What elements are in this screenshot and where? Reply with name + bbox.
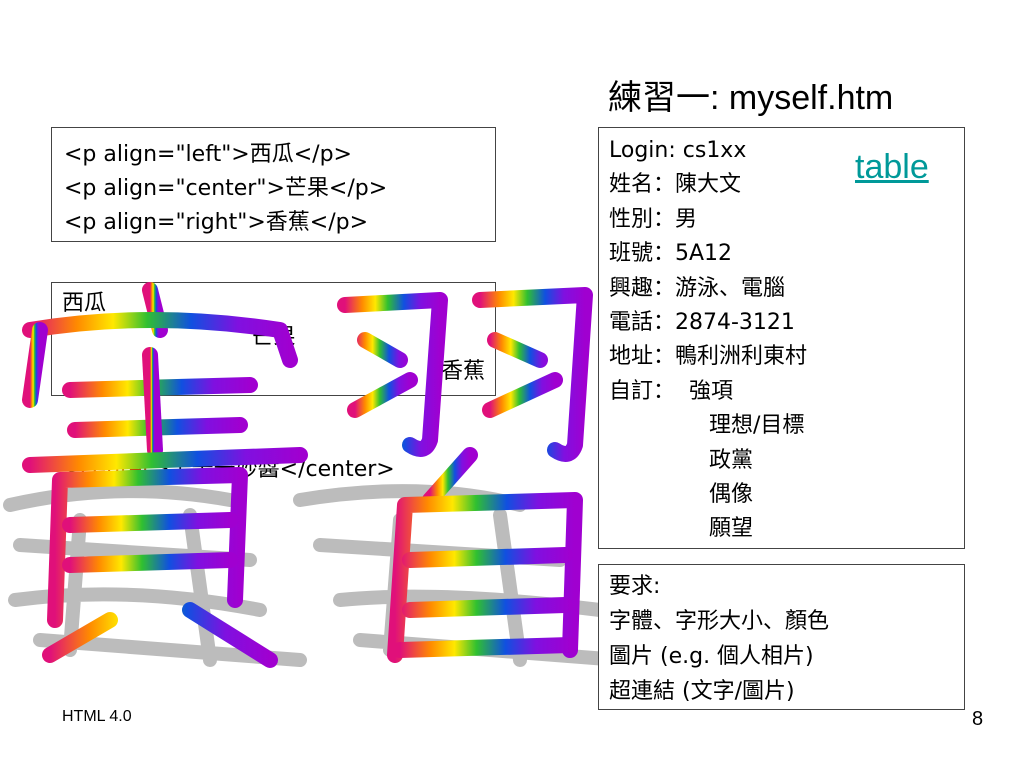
- demo-center-text: 芒果: [251, 325, 296, 350]
- code-line-left: <p align="left">西瓜</p>: [64, 142, 352, 167]
- profile-gender: 性別：男: [609, 206, 698, 232]
- demo-left-text: 西瓜: [62, 291, 107, 316]
- table-link[interactable]: table: [855, 148, 929, 186]
- profile-interests: 興趣：游泳、電腦: [609, 275, 786, 301]
- profile-name: 姓名：陳大文: [609, 172, 742, 198]
- center-tag-content: 卡卡奇妙醬</center>: [169, 457, 395, 482]
- profile-address: 地址：鴨利洲利東村: [609, 344, 808, 370]
- center-tag-example: <center>卡卡奇妙醬</center>: [62, 451, 395, 483]
- page-number: 8: [972, 708, 984, 730]
- code-line-center: <p align="center">芒果</p>: [64, 176, 388, 201]
- requirement-item: 超連結 (文字/圖片): [609, 679, 795, 704]
- profile-class: 班號：5A12: [609, 241, 733, 267]
- footer-course-label: HTML 4.0: [62, 708, 132, 725]
- demo-right-text: 香蕉: [440, 359, 485, 384]
- profile-box: Login: cs1xx 姓名：陳大文 性別：男 班號：5A12 興趣：游泳、電…: [598, 127, 965, 549]
- code-example-box: <p align="left">西瓜</p> <p align="center"…: [51, 127, 496, 242]
- code-line-right: <p align="right">香蕉</p>: [64, 210, 369, 235]
- profile-custom-item: 政黨: [709, 447, 754, 473]
- profile-custom-item: 理想/目標: [709, 413, 805, 439]
- center-open-gt: >: [151, 457, 170, 482]
- requirements-heading: 要求:: [609, 574, 661, 599]
- profile-custom-item: 偶像: [709, 482, 754, 508]
- center-open-lt: <: [62, 457, 81, 482]
- requirement-item: 圖片 (e.g. 個人相片): [609, 644, 814, 669]
- center-tag-name: center: [80, 457, 152, 482]
- requirement-item: 字體、字形大小、顏色: [609, 609, 830, 634]
- profile-custom: 自訂： 強項: [609, 378, 733, 404]
- profile-phone: 電話：2874-3121: [609, 310, 795, 336]
- requirements-box: 要求: 字體、字形大小、顏色 圖片 (e.g. 個人相片) 超連結 (文字/圖片…: [598, 564, 965, 710]
- profile-custom-item: 願望: [709, 516, 754, 542]
- profile-login: Login: cs1xx: [609, 138, 747, 163]
- slide-title: 練習一: myself.htm: [608, 79, 894, 117]
- alignment-demo-box: 西瓜 芒果 香蕉: [51, 282, 496, 396]
